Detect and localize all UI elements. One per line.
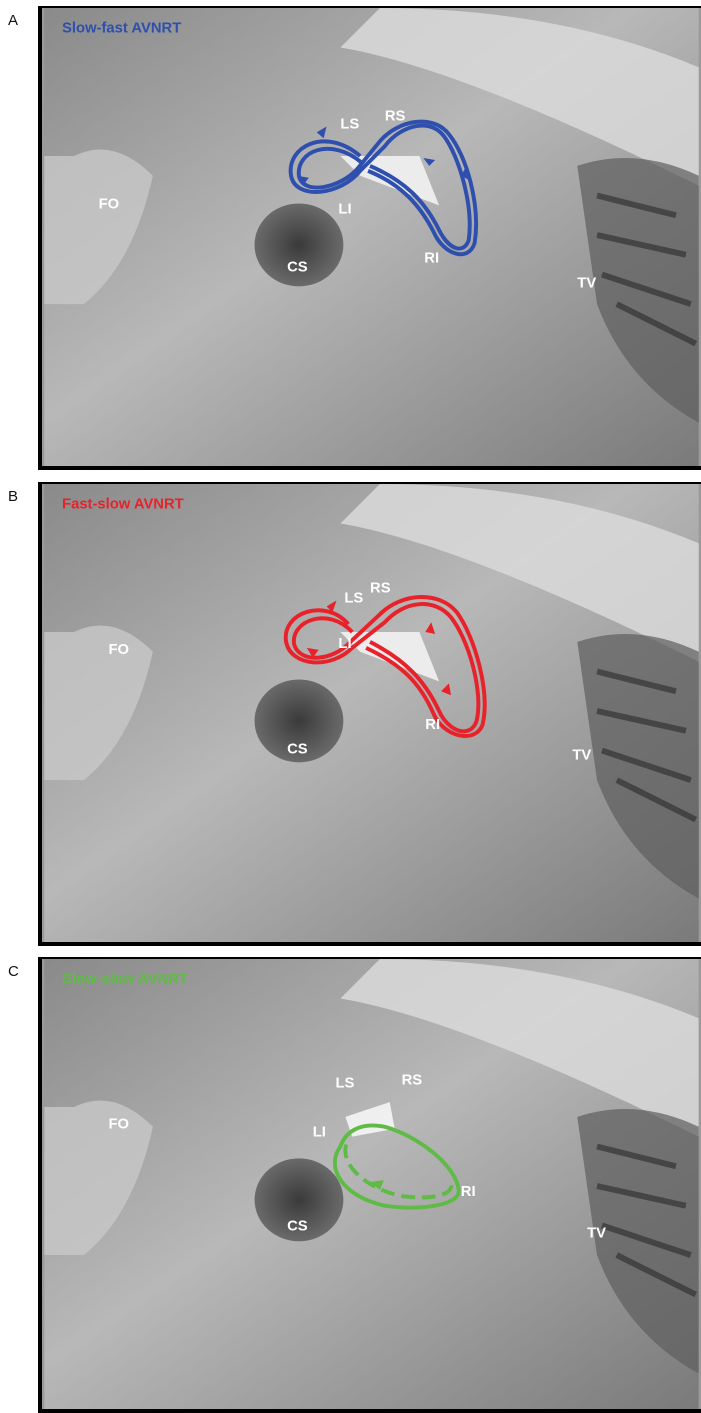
reentry-circuit-c bbox=[332, 1123, 461, 1210]
fossa-ovalis-region bbox=[44, 625, 153, 781]
label-li: LI bbox=[338, 201, 351, 217]
label-ls: LS bbox=[335, 1075, 354, 1091]
panel-c: Slow-slow AVNRT FO CS TV LS RS LI RI bbox=[38, 957, 701, 1413]
tendon-highlight bbox=[340, 484, 699, 662]
label-fo: FO bbox=[109, 1117, 130, 1133]
label-ri: RI bbox=[461, 1184, 476, 1200]
anatomy-diagram-c: Slow-slow AVNRT FO CS TV LS RS LI RI bbox=[44, 959, 699, 1409]
label-ls: LS bbox=[340, 116, 359, 132]
label-rs: RS bbox=[402, 1072, 423, 1088]
tricuspid-valve-region bbox=[577, 158, 699, 423]
label-cs: CS bbox=[287, 741, 308, 757]
label-tv: TV bbox=[587, 1225, 606, 1241]
label-tv: TV bbox=[577, 275, 596, 291]
anatomy-diagram-a: Slow-fast AVNRT FO CS TV LS RS LI RI bbox=[44, 8, 699, 466]
coronary-sinus-opening bbox=[254, 1158, 344, 1242]
tricuspid-valve-region bbox=[577, 1109, 699, 1374]
reentry-circuit-a bbox=[288, 119, 478, 257]
direction-arrows-b bbox=[306, 600, 451, 696]
direction-arrows-a bbox=[296, 126, 469, 186]
panel-title-b: Fast-slow AVNRT bbox=[62, 497, 184, 513]
panel-letter-c: C bbox=[8, 963, 19, 980]
label-ri: RI bbox=[424, 251, 439, 267]
label-li: LI bbox=[313, 1125, 326, 1141]
label-fo: FO bbox=[99, 196, 120, 212]
panel-title-a: Slow-fast AVNRT bbox=[62, 21, 181, 37]
label-fo: FO bbox=[108, 642, 129, 658]
coronary-sinus-opening bbox=[254, 679, 344, 763]
panel-b: Fast-slow AVNRT FO CS TV LS RS LI RI bbox=[38, 482, 701, 946]
panel-letter-a: A bbox=[8, 12, 19, 29]
label-tv: TV bbox=[572, 747, 591, 763]
chordae-lines bbox=[596, 1143, 698, 1298]
panel-a: Slow-fast AVNRT FO CS TV LS RS LI RI bbox=[38, 6, 701, 470]
fossa-ovalis-region bbox=[44, 1100, 153, 1256]
direction-arrows-c bbox=[370, 1180, 384, 1190]
panel-letter-b: B bbox=[8, 488, 19, 505]
tendon-highlight bbox=[340, 959, 699, 1137]
coronary-sinus-opening bbox=[254, 203, 344, 287]
chordae-lines bbox=[596, 192, 698, 347]
reentry-circuit-b bbox=[283, 595, 487, 738]
label-cs: CS bbox=[287, 1218, 308, 1234]
label-ri: RI bbox=[425, 717, 440, 733]
label-rs: RS bbox=[385, 109, 406, 125]
label-rs: RS bbox=[370, 581, 391, 597]
label-li: LI bbox=[338, 636, 351, 652]
fossa-ovalis-region bbox=[44, 149, 153, 305]
anatomy-diagram-b: Fast-slow AVNRT FO CS TV LS RS LI RI bbox=[44, 484, 699, 942]
chordae-lines bbox=[596, 668, 698, 823]
label-cs: CS bbox=[287, 260, 308, 276]
label-ls: LS bbox=[344, 590, 363, 606]
tricuspid-valve-region bbox=[577, 634, 699, 899]
av-node-region bbox=[340, 632, 440, 682]
tendon-highlight bbox=[340, 8, 699, 186]
panel-title-c: Slow-slow AVNRT bbox=[62, 972, 188, 988]
